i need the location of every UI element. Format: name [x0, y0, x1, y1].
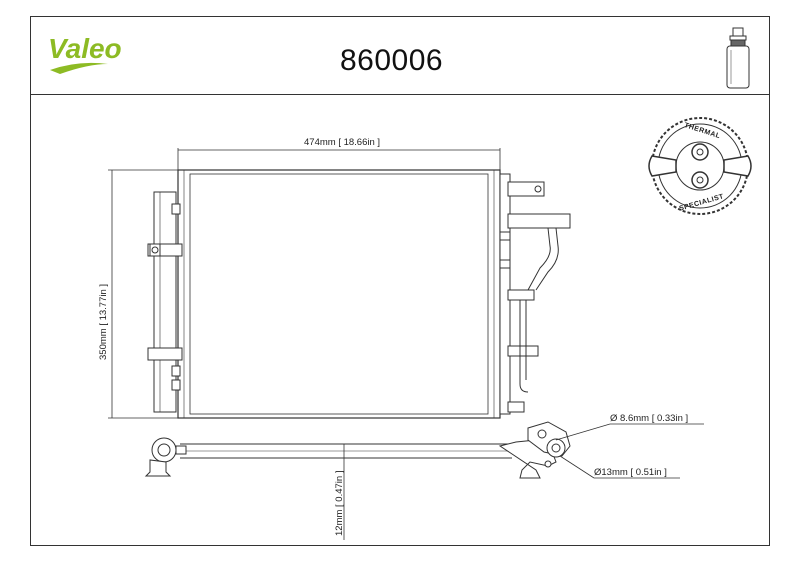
port-large-label: Ø13mm [ 0.51in ]	[594, 467, 667, 478]
right-tank	[499, 173, 571, 415]
width-dimension	[177, 148, 501, 176]
valeo-logo: Valeo	[48, 30, 138, 81]
height-dimension	[108, 169, 178, 419]
port-callouts	[555, 423, 704, 479]
depth-label: 12mm [ 0.47in ]	[334, 471, 345, 536]
left-tank	[147, 191, 183, 413]
header-divider	[30, 94, 770, 95]
port-small-label: Ø 8.6mm [ 0.33in ]	[610, 413, 688, 424]
condenser-core	[177, 169, 501, 419]
part-number: 860006	[340, 44, 444, 77]
width-label: 474mm [ 18.66in ]	[304, 137, 380, 148]
brand-name: Valeo	[48, 33, 122, 64]
drawing-frame	[30, 16, 770, 546]
badge-top-text: THERMAL	[683, 122, 721, 140]
height-label: 350mm [ 13.77in ]	[98, 284, 109, 360]
bottom-view	[144, 421, 571, 479]
thermal-specialist-badge: THERMAL SPECIALIST	[648, 117, 752, 215]
dryer-bottle-icon	[726, 27, 750, 89]
